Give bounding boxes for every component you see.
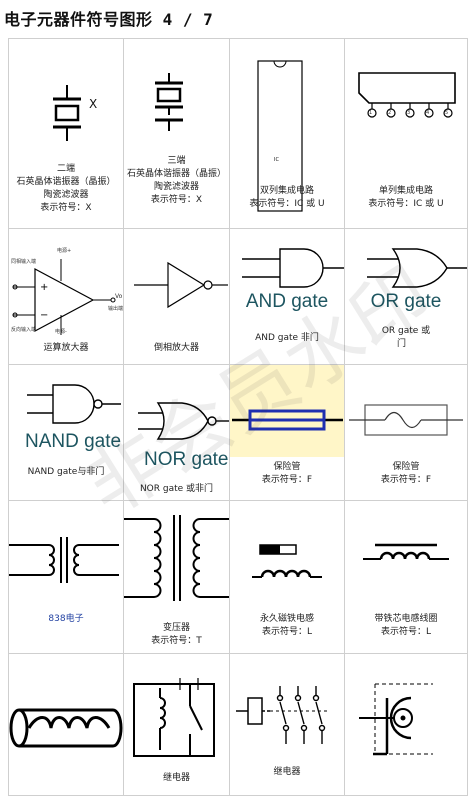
or-gate-icon [367,248,467,288]
cell-transformer-link: 838电子 [8,501,124,654]
caption: 永久磁铁电感表示符号：L [259,614,314,637]
nand-gate-icon [27,384,121,424]
caption: OR gate 或门 [381,326,431,349]
page-title: 电子元器件符号图形 4 / 7 [4,10,214,29]
cell-sip-ic: 1 2 3 4 5 单列集成电路表示符号：IC 或 U [345,38,468,229]
gate-label: OR gate [370,291,442,312]
relay-icon [133,678,215,757]
cell-dip-ic: IC 双列集成电路表示符号：IC 或 U [230,38,345,229]
cell-core-inductor: 带铁芯电感线圈表示符号：L [345,501,468,654]
caption: 继电器 [273,767,301,777]
coaxial-connector-icon [359,683,433,756]
opamp-note: 电源+ [57,248,72,254]
symbol-letter: X [89,97,98,111]
caption: 三端石英晶体谐振器（晶振）陶瓷滤波器表示符号：X [126,156,226,205]
caption: 保险管表示符号：F [261,462,313,485]
cell-fuse: 保险管表示符号：F [230,365,345,501]
opamp-note: 反向输入端 [11,327,37,333]
pin-label: 4 [426,110,430,116]
fuse-alt-icon [349,404,463,436]
dual-inline-ic-icon [257,60,303,212]
cell-relay1: 继电器 [124,654,230,796]
caption: 838电子 [48,614,84,624]
solenoid-coil-icon [9,708,123,748]
caption: NOR gate 或非门 [139,484,214,494]
gate-label: NOR gate [144,449,229,470]
cell-coax [345,654,468,796]
pin-label: 5 [445,110,449,116]
permanent-magnet-inductor-icon [252,544,322,578]
gate-label: AND gate [245,291,329,312]
cell-inverter: 倒相放大器 [124,229,230,365]
and-gate-icon [242,248,344,288]
opamp-note: 同相输入端 [11,259,37,265]
cell-coil [8,654,124,796]
caption: 运算放大器 [43,343,89,353]
nor-gate-icon [138,402,229,440]
cell-nand: NAND gate NAND gate与非门 [8,365,124,501]
caption: 单列集成电路表示符号：IC 或 U [368,186,444,209]
symbol-grid: X 二端石英晶体谐振器（晶振）陶瓷滤波器表示符号：X 三端石英晶体谐振器（晶振）… [8,38,468,796]
transformer-coupled-icon [9,537,119,583]
pin-label: 1 [369,110,373,116]
single-inline-ic-icon [358,72,456,118]
cell-transformer: 变压器表示符号：T [124,501,230,654]
gate-label: NAND gate [25,431,122,452]
caption: 二端石英晶体谐振器（晶振）陶瓷滤波器表示符号：X [16,164,116,213]
caption: 保险管表示符号：F [380,462,432,485]
pin-label: 2 [388,110,392,116]
svg-text:−: − [40,310,48,321]
cell-pm-inductor: 永久磁铁电感表示符号：L [230,501,345,654]
caption: AND gate 非门 [255,333,319,343]
caption: 变压器表示符号：T [151,623,202,646]
fuse-icon [230,365,344,457]
caption: NAND gate与非门 [27,467,105,477]
iron-core-inductor-icon [363,543,449,560]
pin-label: 3 [407,110,411,116]
crystal-3-terminal-icon [155,73,183,131]
caption: 带铁芯电感线圈表示符号：L [374,614,438,637]
ic-label: IC [274,157,279,163]
caption: 继电器 [162,773,190,783]
opamp-note: 电源- [55,329,67,335]
caption: 倒相放大器 [153,343,199,353]
opamp-note: Vo [115,293,123,300]
cell-nor: NOR gate NOR gate 或非门 [124,365,230,501]
cell-crystal-2: X 二端石英晶体谐振器（晶振）陶瓷滤波器表示符号：X [8,38,124,229]
transformer-icon [124,515,229,601]
svg-text:+: + [40,282,48,293]
cell-opamp: +− 同相输入端 电源+ 反向输入端 电源- Vo 输出端 运算放大器 [8,229,124,365]
relay-multi-contact-icon [236,686,330,744]
cell-and: AND gate AND gate 非门 [230,229,345,365]
inverter-amp-icon [134,261,228,309]
cell-or: OR gate OR gate 或门 [345,229,468,365]
caption: 双列集成电路表示符号：IC 或 U [249,186,325,209]
opamp-note: 输出端 [108,306,124,312]
op-amp-icon: +− [12,259,116,335]
cell-crystal-3: 三端石英晶体谐振器（晶振）陶瓷滤波器表示符号：X [124,38,230,229]
cell-fuse2: 保险管表示符号：F [345,365,468,501]
crystal-2-terminal-icon [53,85,81,141]
cell-relay2: 继电器 [230,654,345,796]
